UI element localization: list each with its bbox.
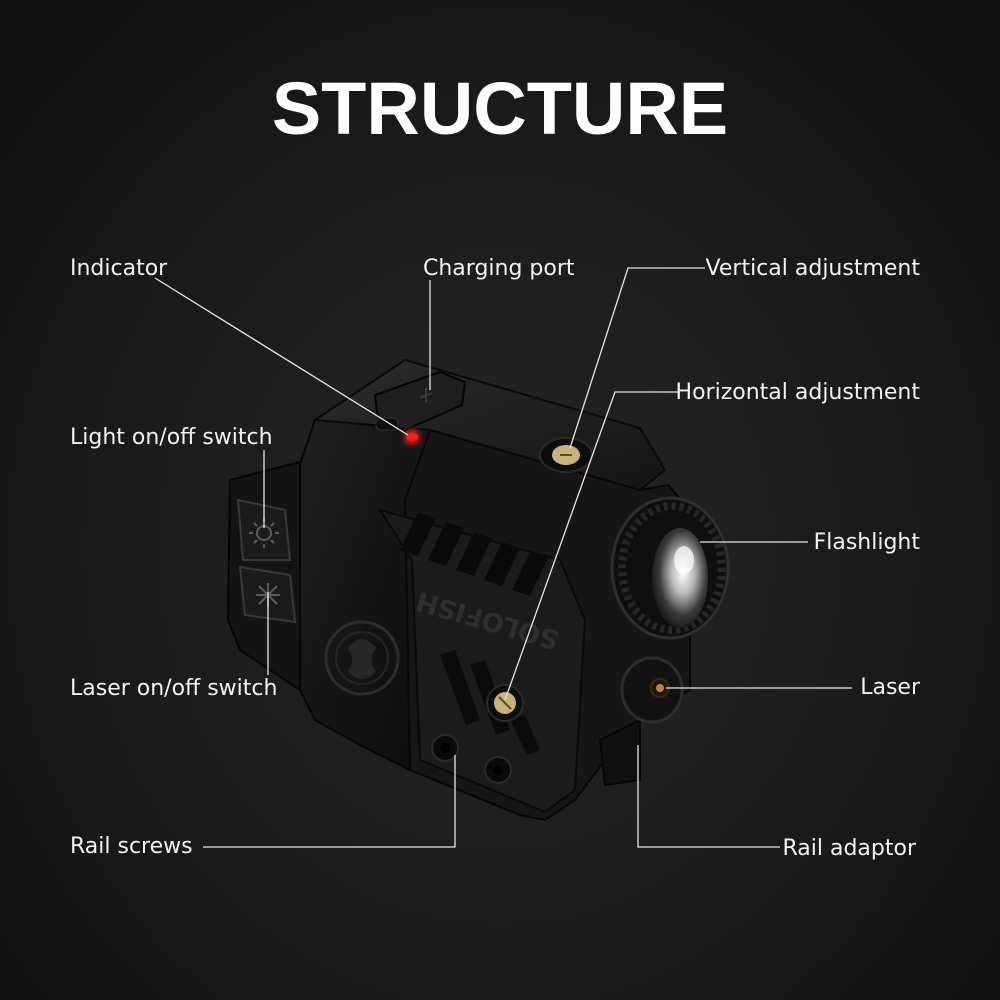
label-laser: Laser: [860, 675, 920, 700]
label-light-switch: Light on/off switch: [70, 425, 273, 450]
label-indicator: Indicator: [70, 256, 168, 281]
horizontal-adjustment-screw: [486, 684, 524, 722]
brand-logo-icon: [324, 620, 400, 696]
leader-rail-adaptor: [637, 745, 780, 848]
label-rail-adaptor: Rail adaptor: [782, 836, 916, 861]
rail-screw-holes: [431, 734, 512, 784]
leader-indicator: [154, 277, 409, 436]
leader-horizontal-adjustment: [504, 391, 680, 701]
label-rail-screws: Rail screws: [70, 834, 193, 859]
label-vertical-adjustment: Vertical adjustment: [705, 256, 920, 281]
flashlight-head: [610, 496, 730, 640]
grip-grooves: [400, 512, 548, 596]
page-title: STRUCTURE: [271, 67, 729, 150]
label-flashlight: Flashlight: [813, 530, 920, 555]
leader-vertical-adjustment: [569, 267, 705, 449]
vertical-adjustment-screw: [539, 437, 593, 473]
label-charging-port: Charging port: [423, 256, 575, 281]
indicator-led: [375, 417, 424, 449]
laser-module: [620, 656, 684, 724]
leader-lines: [154, 267, 852, 848]
leader-rail-screws: [203, 755, 456, 848]
label-horizontal-adjustment: Horizontal adjustment: [675, 380, 920, 405]
label-laser-switch: Laser on/off switch: [70, 676, 278, 701]
